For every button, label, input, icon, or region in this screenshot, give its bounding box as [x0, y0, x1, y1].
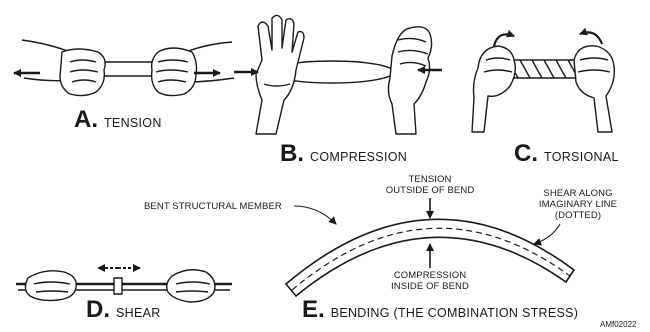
right-twist-hand — [574, 46, 614, 132]
shear-illustration — [16, 268, 232, 302]
caption-tension: A. TENSION — [74, 108, 162, 132]
caption-letter: E. — [302, 296, 325, 323]
caption-shear: D. SHEAR — [86, 298, 161, 322]
label-line: (DOTTED) — [528, 210, 628, 221]
tension-illustration — [14, 40, 234, 96]
caption-word: SHEAR — [116, 306, 161, 320]
label-line: INSIDE OF BEND — [378, 281, 482, 292]
caption-word: TORSIONAL — [544, 150, 619, 164]
label-line: OUTSIDE OF BEND — [382, 185, 478, 196]
left-shear-hand — [25, 271, 76, 301]
torsional-illustration — [472, 32, 614, 132]
label-bent-structural-member: BENT STRUCTURAL MEMBER — [144, 201, 282, 212]
rivet — [114, 278, 122, 294]
left-rotation-arrow — [494, 34, 514, 46]
caption-letter: A. — [74, 106, 98, 133]
label-tension-outside: TENSION OUTSIDE OF BEND — [382, 174, 478, 196]
label-line: COMPRESSION — [378, 270, 482, 281]
left-hand — [60, 49, 105, 96]
right-fist — [388, 27, 431, 134]
bent-member-leader — [294, 206, 336, 224]
label-line: IMAGINARY LINE — [528, 199, 628, 210]
compression-illustration — [234, 15, 442, 134]
caption-letter: C. — [514, 140, 538, 167]
label-shear-imaginary-line: SHEAR ALONG IMAGINARY LINE (DOTTED) — [528, 188, 628, 221]
caption-torsional: C. TORSIONAL — [514, 142, 619, 166]
label-line: SHEAR ALONG — [528, 188, 628, 199]
caption-letter: B. — [280, 140, 304, 167]
caption-word: COMPRESSION — [310, 150, 407, 164]
caption-word: BENDING (THE COMBINATION STRESS) — [331, 306, 579, 320]
caption-letter: D. — [86, 296, 110, 323]
right-rotation-arrow — [580, 32, 602, 44]
label-line: TENSION — [382, 174, 478, 185]
label-compression-inside: COMPRESSION INSIDE OF BEND — [378, 270, 482, 292]
figure-code: AMf02022 — [600, 320, 636, 329]
caption-word: TENSION — [104, 116, 162, 130]
right-shear-hand — [167, 270, 215, 302]
shear-leader — [534, 224, 560, 244]
caption-bending: E. BENDING (THE COMBINATION STRESS) — [302, 298, 578, 322]
caption-compression: B. COMPRESSION — [280, 142, 407, 166]
